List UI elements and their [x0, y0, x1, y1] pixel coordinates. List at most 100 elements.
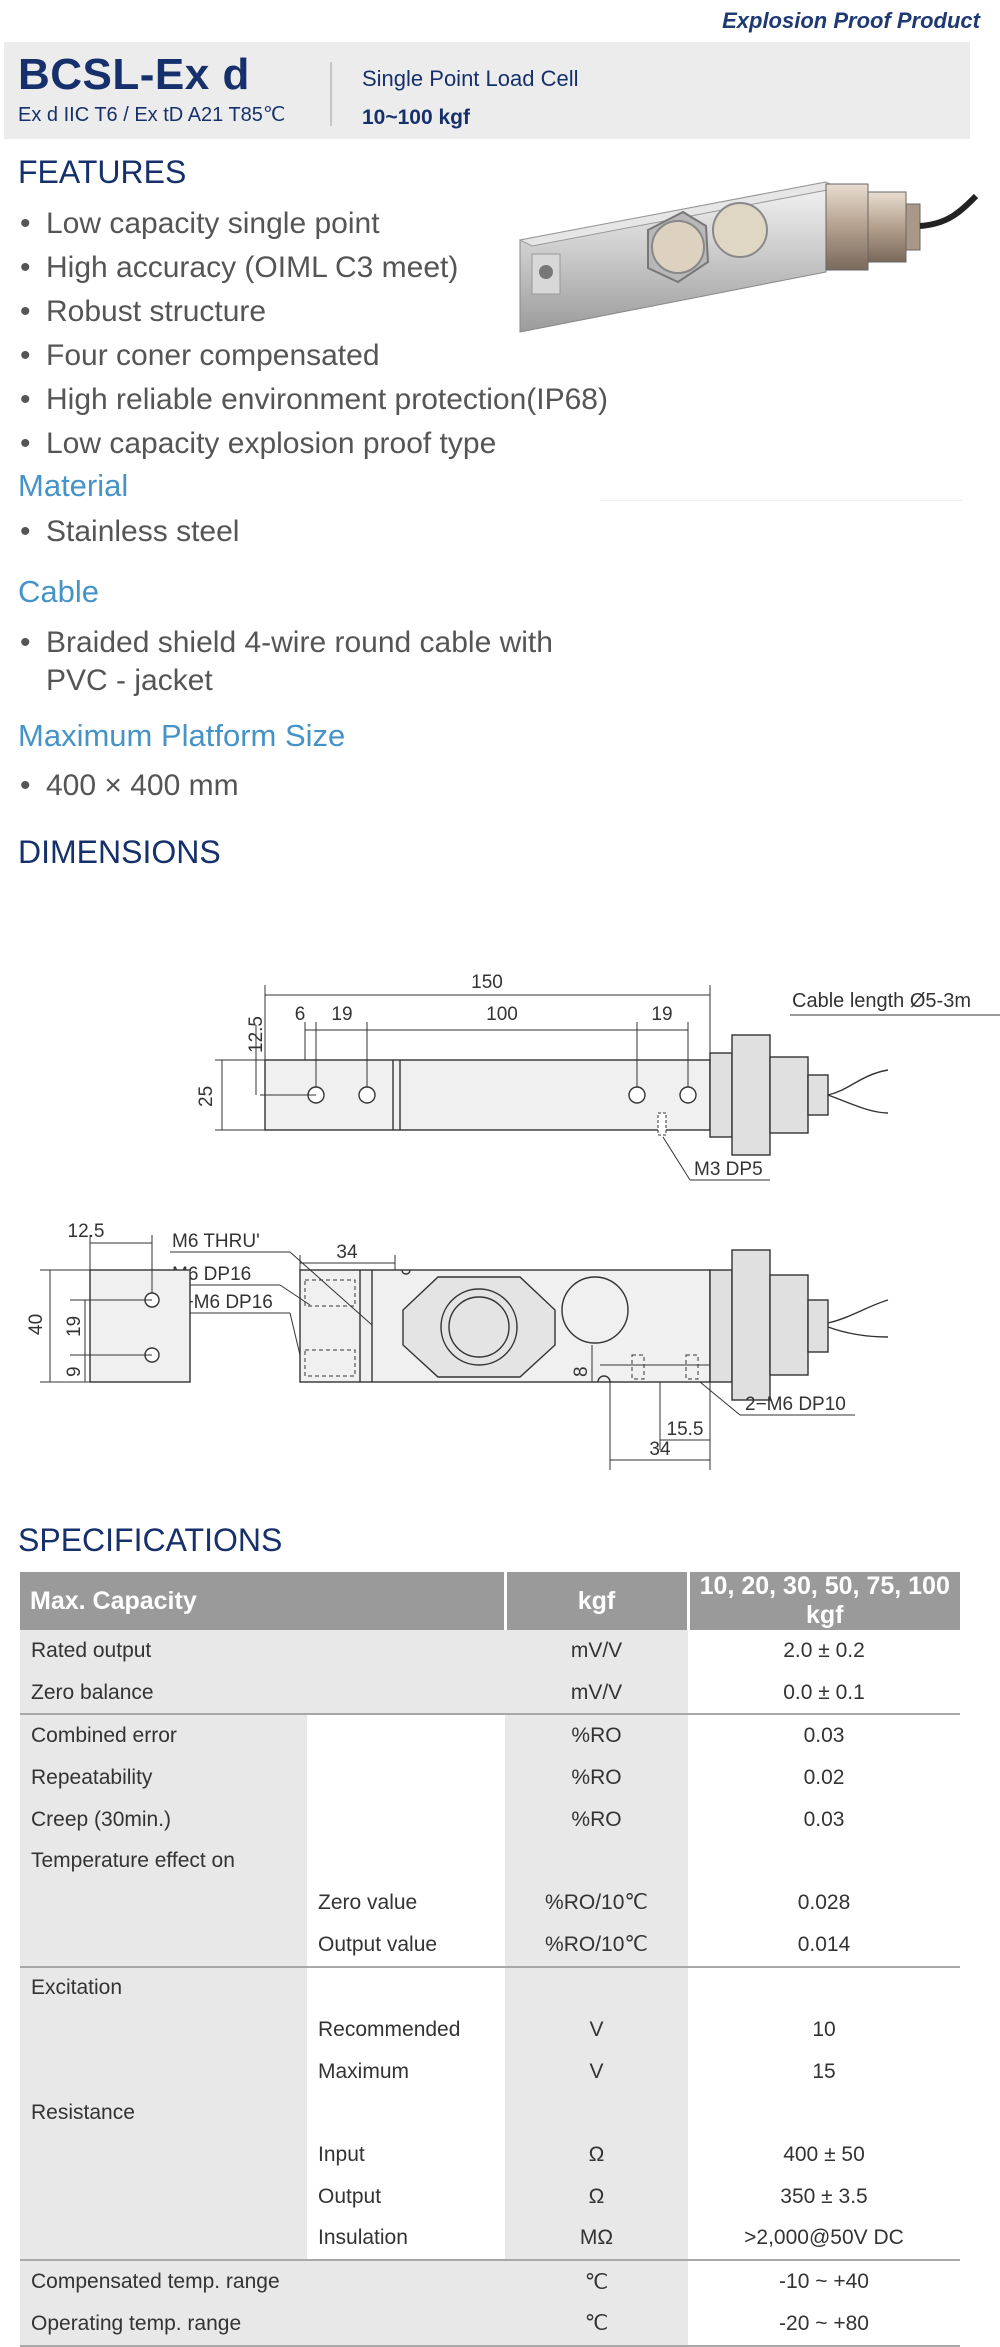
- spec-label: Combined error: [20, 1713, 307, 1758]
- feature-item: Low capacity explosion proof type: [18, 422, 608, 466]
- model-name: BCSL-Ex d: [18, 50, 250, 99]
- dim-100: 100: [486, 1004, 518, 1025]
- platform-item: 400 × 400 mm: [18, 764, 239, 808]
- header-band: [4, 42, 970, 139]
- spec-unit: MΩ: [505, 2217, 688, 2261]
- spec-value: -20 ~ +80: [688, 2303, 960, 2347]
- spec-label: Compensated temp. range: [20, 2259, 505, 2303]
- dim-6: 6: [295, 1004, 306, 1025]
- spec-value: 350 ± 3.5: [780, 2184, 868, 2208]
- dim-150: 150: [471, 972, 503, 993]
- dim-9: 9: [64, 1366, 85, 1377]
- spec-header-row: Max. Capacity kgf 10, 20, 30, 50, 75, 10…: [20, 1572, 960, 1630]
- load-cell-photo: [518, 181, 978, 333]
- dimension-drawing: 150 6 19 100 19 12.5 25 Cable length Ø5-…: [26, 972, 1000, 1470]
- spec-row: Zero value %RO/10℃ 0.028: [20, 1882, 960, 1924]
- material-list: Stainless steel: [18, 510, 239, 554]
- spec-header-unit: kgf: [505, 1572, 690, 1630]
- spec-label: Creep (30min.): [20, 1798, 307, 1841]
- spec-unit: %RO/10℃: [505, 1882, 688, 1924]
- spec-row: Recommended V 10: [20, 2009, 960, 2051]
- material-title: Material: [18, 468, 129, 503]
- spec-sublabel: [307, 1965, 505, 2010]
- m6-dp16-label: M6 DP16: [172, 1264, 251, 1285]
- 2-m6-dp16-label: 2−M6 DP16: [172, 1292, 273, 1313]
- features-list: Low capacity single point High accuracy …: [18, 202, 608, 466]
- spec-value: 400 ± 50: [783, 2143, 865, 2167]
- divider-line: [600, 500, 962, 501]
- dim-34a: 34: [336, 1242, 358, 1263]
- spec-value: 0.02: [803, 1765, 845, 1789]
- spec-label: [20, 1923, 307, 1967]
- dim-19c: 19: [64, 1316, 85, 1337]
- cable-line-1: Braided shield 4-wire round cable with: [46, 626, 553, 659]
- spec-value: >2,000@50V DC: [744, 2226, 904, 2250]
- specifications-table: Max. Capacity kgf 10, 20, 30, 50, 75, 10…: [20, 1572, 960, 2347]
- spec-unit: mV/V: [505, 1671, 688, 1715]
- feature-item: High accuracy (OIML C3 meet): [18, 246, 608, 290]
- spec-unit: %RO: [505, 1713, 688, 1758]
- cable-line-2: PVC - jacket: [46, 664, 213, 697]
- spec-sublabel: [307, 1840, 505, 1883]
- cable-length-label: Cable length Ø5-3m: [792, 990, 971, 1012]
- capacity-range: 10~100 kgf: [362, 106, 470, 129]
- dim-19b: 19: [651, 1004, 672, 1025]
- dim-34b: 34: [649, 1439, 671, 1460]
- cable-title: Cable: [18, 574, 99, 609]
- material-item: Stainless steel: [18, 510, 239, 554]
- spec-value: 0.03: [688, 1713, 960, 1758]
- spec-header-label: Max. Capacity: [20, 1572, 507, 1630]
- spec-value: [688, 1840, 960, 1882]
- spec-label: [20, 2217, 307, 2261]
- platform-title: Maximum Platform Size: [18, 718, 346, 753]
- category-label: Explosion Proof Product: [722, 8, 980, 33]
- spec-value: -10 ~ +40: [688, 2259, 960, 2303]
- m3-dp5-label: M3 DP5: [694, 1159, 763, 1180]
- spec-row: Operating temp. range ℃ -20 ~ +80: [20, 2303, 960, 2347]
- spec-row: Combined error %RO 0.03: [20, 1713, 960, 1758]
- spec-row: Repeatability %RO 0.02: [20, 1757, 960, 1799]
- specifications-title: SPECIFICATIONS: [18, 1522, 283, 1558]
- spec-value: 2.0 ± 0.2: [783, 1638, 865, 1662]
- spec-sublabel: [307, 1798, 505, 1841]
- spec-unit: ℃: [505, 2303, 688, 2347]
- m6-thru-label: M6 THRU': [172, 1231, 260, 1252]
- spec-label: Zero balance: [20, 1671, 505, 1715]
- spec-unit: [505, 1965, 688, 2010]
- spec-value: 0.0 ± 0.1: [783, 1680, 865, 1704]
- spec-label: Operating temp. range: [20, 2303, 505, 2347]
- spec-sublabel: [307, 1757, 505, 1799]
- spec-label: [20, 2050, 307, 2093]
- spec-label: Repeatability: [20, 1757, 307, 1799]
- cable-item: Braided shield 4-wire round cable with P…: [18, 624, 553, 700]
- feature-item: Four coner compensated: [18, 334, 608, 378]
- dim-25: 25: [196, 1086, 217, 1107]
- spec-label: Resistance: [20, 2092, 307, 2135]
- spec-row: Resistance: [20, 2092, 960, 2135]
- spec-sublabel: [307, 1713, 505, 1758]
- spec-label: Excitation: [20, 1965, 307, 2010]
- spec-row: Output value %RO/10℃ 0.014: [20, 1923, 960, 1967]
- spec-value: [688, 2093, 960, 2135]
- spec-value: 15: [812, 2059, 836, 2083]
- dim-12-5: 12.5: [246, 1016, 267, 1053]
- spec-unit: ℃: [505, 2259, 688, 2303]
- spec-row: Compensated temp. range ℃ -10 ~ +40: [20, 2259, 960, 2303]
- spec-sublabel: [307, 2092, 505, 2135]
- spec-value: [688, 1965, 960, 2010]
- dim-40: 40: [26, 1314, 47, 1335]
- spec-unit: Ω: [505, 2175, 688, 2218]
- spec-unit: V: [505, 2050, 688, 2093]
- feature-item: High reliable environment protection(IP6…: [18, 378, 608, 422]
- dim-12-5b: 12.5: [68, 1221, 105, 1242]
- spec-unit: %RO/10℃: [505, 1923, 688, 1967]
- header-divider: [330, 62, 332, 126]
- spec-row: Temperature effect on: [20, 1840, 960, 1883]
- spec-unit: mV/V: [505, 1630, 688, 1672]
- spec-unit: [505, 1840, 688, 1883]
- spec-unit: Ω: [505, 2134, 688, 2176]
- spec-unit: V: [505, 2009, 688, 2051]
- spec-sublabel: Insulation: [307, 2217, 505, 2261]
- spec-value: 0.028: [797, 1890, 851, 1914]
- spec-label: [20, 1882, 307, 1924]
